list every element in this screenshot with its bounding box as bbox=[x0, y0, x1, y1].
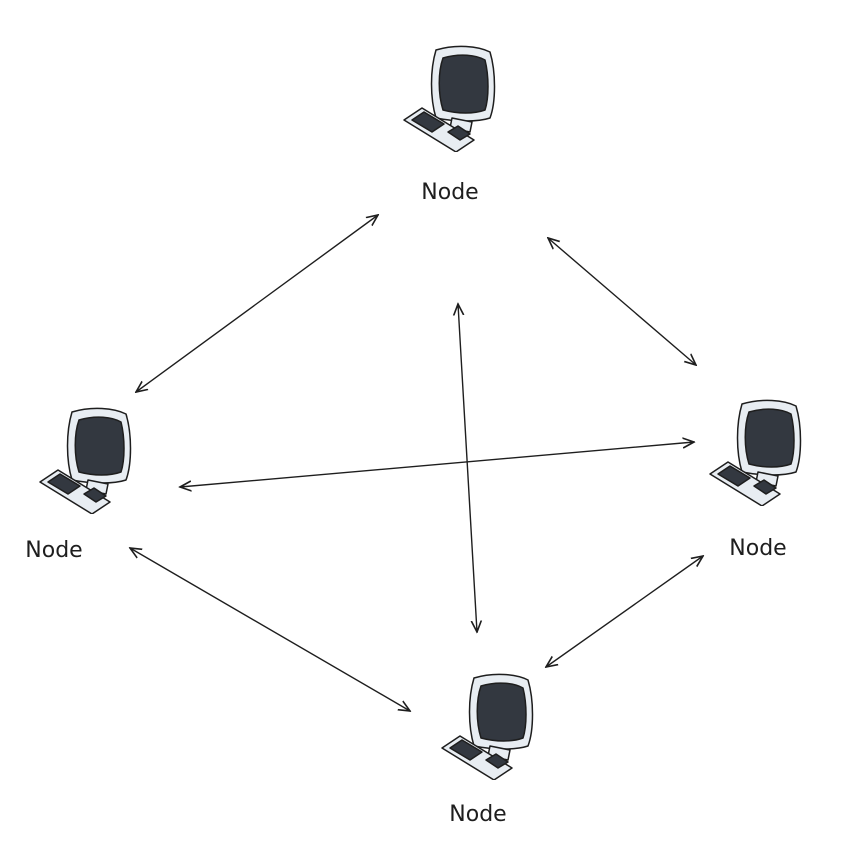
edge-left-bottom bbox=[130, 548, 410, 711]
node-label-top: Node bbox=[421, 180, 479, 205]
node-label-bottom: Node bbox=[449, 802, 507, 827]
node-label-right: Node bbox=[729, 536, 787, 561]
node-label-left: Node bbox=[25, 538, 83, 563]
computer-icon bbox=[709, 399, 802, 506]
computer-icon bbox=[403, 45, 496, 152]
computer-icon bbox=[39, 407, 132, 514]
edge-top-left bbox=[136, 215, 378, 392]
edge-left-right bbox=[180, 442, 694, 487]
edge-top-bottom bbox=[458, 304, 477, 632]
edge-right-bottom bbox=[546, 556, 703, 667]
computer-icon bbox=[441, 673, 534, 780]
edge-top-right bbox=[548, 238, 696, 365]
